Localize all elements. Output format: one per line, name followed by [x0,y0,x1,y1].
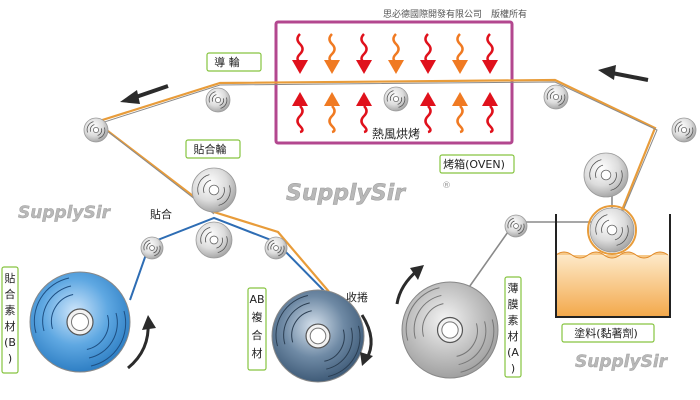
hot-air-label: 熱風烘烤 [372,126,420,141]
film-path-b [129,216,336,303]
laminating-roller-icon [191,167,237,213]
guide-roller-icon [140,236,164,260]
svg-text:貼合輪: 貼合輪 [194,142,227,156]
vertical-label-char: 材 [5,319,16,333]
vertical-label-char: (A [507,346,519,359]
guide-roller-icon [383,86,409,112]
guide-roller-icon [543,84,569,110]
heat-arrow-icon [452,33,468,74]
watermark-logo-left: SupplySir [18,203,112,223]
rotation-arrow-icon [360,314,373,366]
film-path-a [459,172,613,301]
vertical-label-char: 素 [508,314,519,327]
vertical-label-char: 合 [5,287,16,301]
svg-text:SupplySir: SupplySir [575,352,669,372]
ab-composite-roll-icon [271,289,365,383]
svg-text:SupplySir: SupplySir [286,181,406,206]
vertical-label-char: 膜 [508,298,519,311]
copyright-text: 思必德國際開發有限公司 版權所有 [383,8,527,20]
guide-roller-icon [264,236,288,260]
coating-roller-icon [583,152,629,198]
material-b-roll-icon [29,271,131,373]
watermark-logo-right: SupplySir [575,352,669,372]
direction-arrow-icon [598,65,649,82]
direction-arrow-icon [120,84,169,104]
rotation-arrow-icon [395,265,424,305]
watermark-logo-center: SupplySir ® [286,181,451,207]
laminate-point-label: 貼合 [150,207,172,221]
heat-arrow-icon [482,33,498,74]
rotation-arrow-icon [127,315,156,370]
coating-roller-ring [587,205,637,255]
film-a-roll-icon [401,281,499,379]
vertical-label-char: (B [4,336,16,349]
vertical-label-char: 材 [508,329,519,343]
vertical-label-char: AB [249,293,264,306]
guide-roller-icon [671,117,697,143]
coating-label: 塗料(黏著劑) [561,323,655,343]
vertical-label-char: ) [8,352,12,365]
laminating-roller-icon [195,221,233,259]
heat-arrow-icon [356,92,372,134]
ab-composite-label: AB 複合材 [247,287,267,371]
vertical-label-char: ) [511,362,515,375]
svg-text:®: ® [442,181,451,191]
film-path-top-shadow [96,81,658,238]
coating-tank [555,214,671,318]
heat-arrow-icon [324,92,340,134]
vertical-label-char: 薄 [508,281,519,295]
heat-arrow-icon [324,33,340,74]
heat-arrow-icon [388,33,404,74]
vertical-label-char: 貼 [5,271,16,285]
heat-arrows [292,33,498,134]
guide-roller-icon [205,87,231,113]
vertical-label-char: 複 [252,310,263,324]
laminating-roller-label: 貼合輪 [185,139,241,159]
heat-arrow-icon [356,33,372,74]
svg-text:導 輪: 導 輪 [214,55,240,69]
winding-label: 收捲 [346,290,368,304]
film-path-top [93,78,657,301]
oven-label: 烤箱(OVEN) [439,154,515,174]
guide-roller-icon [504,214,528,238]
heat-arrow-icon [452,92,468,134]
heat-arrow-icon [420,92,436,134]
coating-roller-icon [589,207,635,253]
vertical-label-char: 材 [252,346,263,360]
vertical-label-char: 素 [5,304,16,317]
svg-text:SupplySir: SupplySir [18,203,112,223]
heat-arrow-icon [482,92,498,134]
svg-text:塗料(黏著劑): 塗料(黏著劑) [574,326,638,340]
svg-text:烤箱(OVEN): 烤箱(OVEN) [443,157,505,171]
guide-roller-label: 導 輪 [206,52,262,72]
guide-roller-icon [83,117,109,143]
heat-arrow-icon [292,92,308,134]
heat-arrow-icon [292,33,308,74]
heat-arrow-icon [420,33,436,74]
vertical-label-char: 合 [252,328,263,342]
